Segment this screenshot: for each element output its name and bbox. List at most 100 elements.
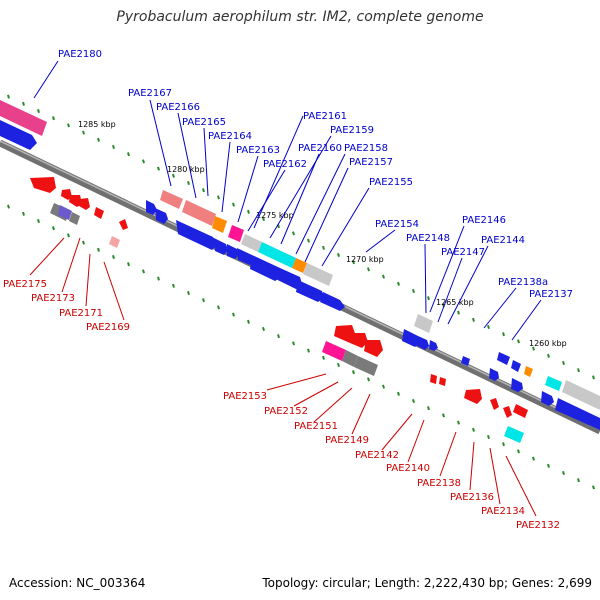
gene-label-pae2166[interactable]: PAE2166 [156,102,200,113]
gene-label-pae2136[interactable]: PAE2136 [450,492,494,503]
gene-label-pae2167[interactable]: PAE2167 [128,88,172,99]
gene-forward[interactable] [212,216,227,233]
gene-reverse[interactable] [504,426,524,443]
gene-reverse[interactable] [350,333,368,348]
gene-label-pae2137[interactable]: PAE2137 [529,289,573,300]
gene-reverse[interactable] [109,236,120,248]
gene-reverse[interactable] [364,340,383,357]
leader-line [381,413,413,451]
gene-reverse[interactable] [322,341,346,361]
gene-reverse[interactable] [58,205,72,220]
gene-forward[interactable] [227,244,239,259]
gene-label-pae2164[interactable]: PAE2164 [208,131,252,142]
gene-forward[interactable] [414,314,433,333]
gene-label-pae2146[interactable]: PAE2146 [462,215,506,226]
gene-label-pae2132[interactable]: PAE2132 [516,520,560,531]
gene-forward[interactable] [555,398,600,430]
gene-label-pae2157[interactable]: PAE2157 [349,157,393,168]
gene-forward[interactable] [146,200,157,215]
gene-forward[interactable] [237,248,254,265]
tick-mark [487,324,490,330]
gene-label-pae2149[interactable]: PAE2149 [325,435,369,446]
gene-reverse[interactable] [430,374,437,384]
gene-forward[interactable] [489,368,499,381]
gene-forward[interactable] [182,200,216,226]
gene-label-pae2161[interactable]: PAE2161 [303,111,347,122]
gene-forward[interactable] [0,120,37,150]
gene-forward[interactable] [303,263,333,286]
gene-label-pae2142[interactable]: PAE2142 [355,450,399,461]
gene-reverse[interactable] [439,377,446,386]
gene-forward[interactable] [241,234,262,252]
gene-label-pae2152[interactable]: PAE2152 [264,406,308,417]
leader-line [221,141,231,213]
gene-reverse[interactable] [334,325,356,343]
gene-forward[interactable] [296,280,324,302]
tick-mark [307,348,310,353]
gene-forward[interactable] [402,329,420,347]
gene-forward[interactable] [214,238,228,255]
gene-label-pae2159[interactable]: PAE2159 [330,125,374,136]
gene-reverse[interactable] [69,212,80,225]
gene-forward[interactable] [524,366,533,377]
gene-label-pae2169[interactable]: PAE2169 [86,322,130,333]
gene-label-pae2134[interactable]: PAE2134 [481,506,525,517]
gene-label-pae2147[interactable]: PAE2147 [441,247,485,258]
gene-label-pae2148[interactable]: PAE2148 [406,233,450,244]
gene-forward[interactable] [228,225,244,242]
tick-mark [277,334,280,339]
gene-forward[interactable] [562,380,600,410]
gene-reverse[interactable] [464,389,482,404]
gene-forward[interactable] [292,258,307,273]
gene-label-pae2151[interactable]: PAE2151 [294,421,338,432]
gene-forward[interactable] [320,292,345,311]
gene-reverse[interactable] [490,398,499,410]
gene-label-pae2175[interactable]: PAE2175 [3,279,47,290]
gene-forward[interactable] [160,190,183,209]
gene-forward[interactable] [155,208,168,224]
gene-label-pae2160[interactable]: PAE2160 [298,143,342,154]
gene-forward[interactable] [176,220,218,250]
gene-forward[interactable] [250,255,282,281]
gene-reverse[interactable] [61,189,72,200]
gene-reverse[interactable] [513,404,528,418]
gene-reverse[interactable] [69,195,82,207]
gene-label-pae2154[interactable]: PAE2154 [375,219,419,230]
kbp-label-1275: 1275 kbp [256,211,294,220]
gene-label-pae2180[interactable]: PAE2180 [58,49,102,60]
gene-forward[interactable] [258,242,296,268]
gene-forward[interactable] [541,391,554,406]
gene-label-pae2163[interactable]: PAE2163 [236,145,280,156]
gene-label-pae2140[interactable]: PAE2140 [386,463,430,474]
gene-label-pae2171[interactable]: PAE2171 [59,308,103,319]
gene-label-pae2138a[interactable]: PAE2138a [498,277,548,288]
gene-forward[interactable] [417,336,429,350]
gene-forward[interactable] [461,356,470,366]
gene-label-pae2153[interactable]: PAE2153 [223,391,267,402]
gene-forward[interactable] [278,268,302,289]
tick-mark [532,346,535,351]
gene-forward[interactable] [0,100,47,136]
tick-mark [172,283,175,288]
tick-mark [502,442,505,447]
gene-reverse[interactable] [354,356,378,376]
gene-label-pae2138[interactable]: PAE2138 [417,478,461,489]
gene-forward[interactable] [497,352,510,365]
gene-reverse[interactable] [30,177,56,193]
gene-forward[interactable] [545,376,562,391]
gene-reverse[interactable] [94,207,104,219]
gene-reverse[interactable] [79,198,90,210]
gene-label-pae2155[interactable]: PAE2155 [369,177,413,188]
gene-label-pae2158[interactable]: PAE2158 [344,143,388,154]
gene-forward[interactable] [511,360,521,372]
gene-label-pae2162[interactable]: PAE2162 [263,159,307,170]
gene-forward[interactable] [511,378,523,392]
gene-label-pae2173[interactable]: PAE2173 [31,293,75,304]
gene-reverse[interactable] [119,219,128,230]
gene-forward[interactable] [429,340,438,351]
gene-reverse[interactable] [503,406,512,418]
gene-label-pae2165[interactable]: PAE2165 [182,117,226,128]
gene-reverse[interactable] [342,350,358,367]
gene-label-pae2144[interactable]: PAE2144 [481,235,525,246]
